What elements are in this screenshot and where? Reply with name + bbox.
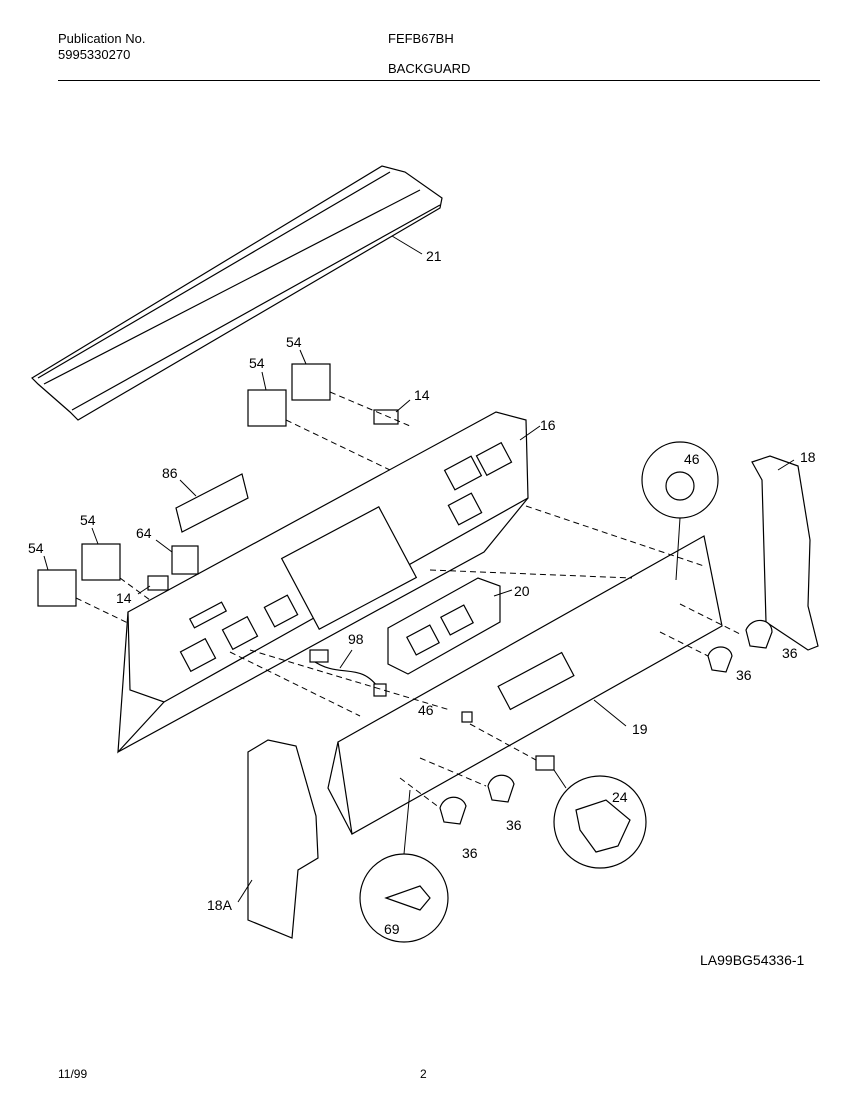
part-14-terminal-lower — [137, 575, 169, 595]
callout-20: 20 — [514, 583, 530, 599]
callout-36-center: 36 — [506, 817, 522, 833]
callout-54-top-right: 54 — [286, 334, 302, 350]
part-16-control-frame — [117, 411, 541, 754]
part-24-selector-switch-detail — [535, 755, 647, 869]
part-46-knob-detail — [641, 441, 719, 581]
callout-21: 21 — [426, 248, 442, 264]
callout-36-right: 36 — [736, 667, 752, 683]
callout-24: 24 — [612, 789, 628, 805]
part-98-wire-harness — [309, 649, 387, 697]
part-36-knob-right — [707, 646, 733, 673]
callout-14-upper: 14 — [414, 387, 430, 403]
part-36-knob-center — [487, 774, 515, 803]
part-18a-left-end-cap — [237, 739, 319, 939]
callout-19: 19 — [632, 721, 648, 737]
callout-54-left-upper: 54 — [80, 512, 96, 528]
part-54-switch-top-left — [247, 371, 287, 427]
publication-number: 5995330270 — [58, 47, 131, 62]
assembly-dashed-lines — [75, 391, 741, 809]
page-number: 2 — [420, 1067, 427, 1081]
callout-54-top-left: 54 — [249, 355, 265, 371]
part-18-right-end-cap — [751, 455, 819, 651]
callout-69: 69 — [384, 921, 400, 937]
header-rule — [58, 80, 820, 81]
callout-46-panel: 46 — [418, 702, 434, 718]
callout-86: 86 — [162, 465, 178, 481]
callout-64: 64 — [136, 525, 152, 541]
callout-18: 18 — [800, 449, 816, 465]
callout-98: 98 — [348, 631, 364, 647]
part-14-terminal-upper — [373, 399, 411, 425]
callout-16: 16 — [540, 417, 556, 433]
part-54-switch-left-upper — [81, 527, 121, 581]
part-69-screw-detail — [359, 789, 449, 943]
part-86-circuit-board — [175, 473, 249, 533]
model-number: FEFB67BH — [388, 31, 454, 46]
part-54-switch-left-lower — [37, 555, 77, 607]
part-36-knob-left — [439, 796, 467, 825]
callout-36-far-right: 36 — [782, 645, 798, 661]
publication-label: Publication No. — [58, 31, 146, 46]
callout-54-left-lower: 54 — [28, 540, 44, 556]
part-36-knob-far-right — [745, 619, 773, 649]
part-64-indicator-lamp — [155, 539, 199, 575]
part-19-console-panel — [327, 535, 723, 835]
footer-date: 11/99 — [58, 1067, 88, 1081]
part-21-trim-cap — [31, 165, 443, 421]
drawing-number: LA99BG54336-1 — [700, 952, 805, 968]
callout-36-left: 36 — [462, 845, 478, 861]
part-20-electronic-control — [387, 577, 513, 675]
callout-46-detail: 46 — [684, 451, 700, 467]
part-54-switch-top-right — [291, 349, 331, 401]
callout-14-lower: 14 — [116, 590, 132, 606]
callout-18a: 18A — [207, 897, 233, 913]
section-title: BACKGUARD — [388, 61, 471, 76]
